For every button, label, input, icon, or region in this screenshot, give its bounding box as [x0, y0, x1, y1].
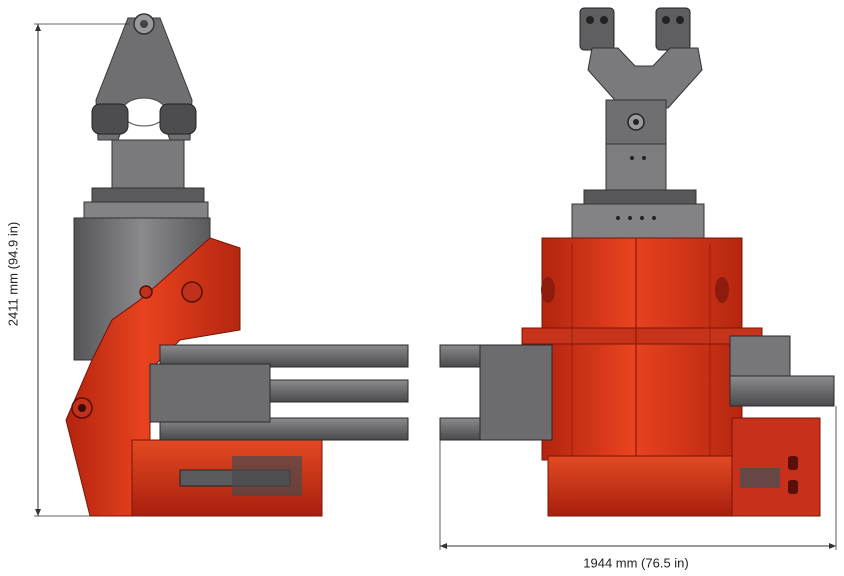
side-view-rotator-upper [111, 139, 185, 189]
front-view-left-clamp [439, 344, 553, 441]
width-dimension-label: 1944 mm (76.5 in) [583, 555, 689, 571]
front-view-right-clamp [729, 335, 835, 407]
side-view-rotator-ring [91, 187, 205, 203]
front-view-red-body [541, 237, 743, 461]
front-view-clevis-left [579, 7, 615, 51]
height-dimension-label: 2411 mm (94.9 in) [5, 221, 21, 327]
front-view-v-bracket [587, 47, 703, 109]
side-view-pivot-lug-right [159, 103, 197, 135]
side-view-pivot-lug-left [91, 103, 129, 135]
front-view-rotator [605, 143, 667, 191]
front-view [439, 7, 837, 550]
side-view [34, 13, 409, 517]
front-view-clevis-right [655, 7, 691, 51]
side-view-clamp-arms [149, 344, 409, 441]
